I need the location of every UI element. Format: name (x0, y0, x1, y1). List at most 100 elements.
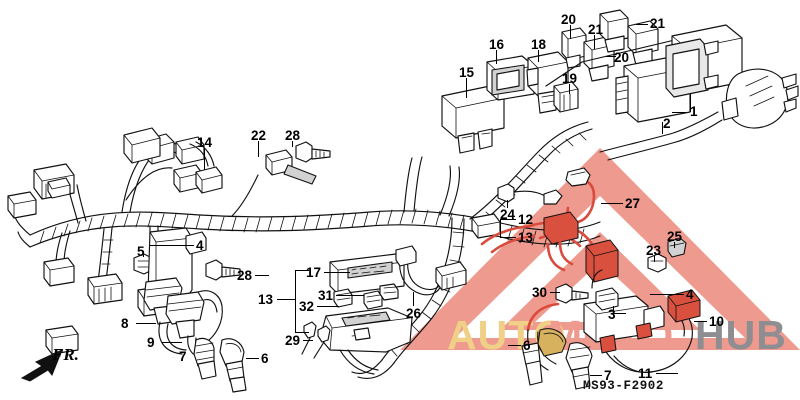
leader-11 (656, 373, 678, 375)
leader-6a (246, 358, 259, 360)
part-22-connector (231, 149, 317, 217)
leader-30 (550, 292, 560, 294)
leader-28b (255, 275, 269, 277)
part-13-regulator (319, 307, 413, 375)
callout-10: 10 (709, 314, 725, 329)
leader-16 (496, 50, 498, 64)
leader-26 (413, 292, 415, 306)
callout-2: 2 (663, 116, 671, 131)
leader-13a (500, 237, 516, 239)
part-16-relay-frame (486, 55, 535, 101)
callout-29: 29 (285, 333, 301, 348)
leader-20a (570, 25, 572, 39)
leader-13b (277, 299, 295, 301)
part-6-spark-plug-cap-left (219, 338, 247, 393)
callout-5: 5 (137, 244, 145, 259)
leader-25 (674, 242, 676, 248)
leader-31 (336, 295, 364, 297)
leader-7b (590, 375, 602, 377)
highlighted-harness-red (480, 167, 701, 373)
callout-6: 6 (523, 338, 531, 353)
harness-branch-mid-up (403, 156, 461, 217)
callout-3: 3 (608, 307, 616, 322)
leader-1 (672, 112, 686, 114)
callout-21: 21 (650, 16, 666, 31)
callout-27: 27 (625, 196, 641, 211)
callout-13: 13 (258, 292, 274, 307)
harness-branch-upper-right (469, 121, 593, 225)
leader-13b3 (295, 270, 309, 272)
front-label: FR. (52, 345, 79, 364)
callout-20: 20 (561, 12, 577, 27)
part-30-bolt (555, 283, 589, 304)
part-23-25-fasteners (647, 237, 687, 273)
leader-15 (466, 78, 468, 98)
callout-11: 11 (638, 366, 653, 381)
part-7-spark-plug-cap-left (193, 337, 217, 380)
leader-19 (569, 84, 571, 94)
callout-7: 7 (179, 349, 187, 364)
leader-29 (303, 340, 313, 342)
leader-9 (162, 342, 182, 344)
callout-30: 30 (532, 285, 548, 300)
callout-15: 15 (459, 65, 475, 80)
part-24-bolt (497, 183, 563, 205)
front-direction-arrow (20, 349, 63, 382)
callout-18: 18 (531, 37, 547, 52)
callout-26: 26 (406, 306, 422, 321)
leader-1b (690, 94, 692, 112)
leader-20b (606, 56, 616, 58)
callout-20: 20 (614, 50, 630, 65)
leader-3b (613, 306, 615, 314)
callout-9: 9 (147, 335, 155, 350)
leader-4b (650, 294, 684, 296)
leader-28a (292, 141, 294, 147)
part-31-32-grommets (333, 288, 383, 310)
leader-23 (654, 256, 656, 262)
callout-8: 8 (121, 316, 129, 331)
part-6-spark-plug-cap-right (521, 342, 543, 386)
leader-12 (500, 219, 516, 221)
leader-27 (601, 203, 623, 205)
leader-10 (694, 321, 707, 323)
leader-18 (538, 50, 540, 62)
leader-3 (614, 313, 626, 315)
callout-13: 13 (518, 230, 534, 245)
callout-28: 28 (285, 128, 301, 143)
part-29-screws (301, 321, 331, 359)
callout-21: 21 (588, 22, 604, 37)
part-15-relay (441, 85, 505, 154)
callout-25: 25 (667, 229, 683, 244)
leader-13a2 (500, 219, 502, 237)
callout-19: 19 (562, 71, 578, 86)
callout-31: 31 (318, 288, 334, 303)
part-7-spark-plug-cap-right (565, 342, 593, 390)
part-20-21-relay-bank (545, 9, 701, 87)
callout-1: 1 (690, 104, 698, 119)
part-28-bolt-upper (295, 141, 331, 163)
part-19-relay (553, 81, 579, 113)
callout-23: 23 (646, 243, 662, 258)
leader-4a (150, 245, 194, 247)
leader-2 (662, 122, 664, 134)
part-8-9-plug-caps (143, 277, 223, 359)
connector-group-14 (47, 127, 223, 199)
leader-6b (508, 345, 521, 347)
leader-24 (507, 200, 509, 208)
hv-coil-boot (599, 68, 799, 161)
callout-14: 14 (197, 135, 213, 150)
callout-24: 24 (500, 207, 516, 222)
part-28-bolt-lower (205, 259, 241, 281)
part-26-sub-harness (395, 245, 467, 296)
leader-14 (204, 148, 206, 170)
callout-7: 7 (604, 368, 612, 383)
leader-5 (143, 251, 145, 257)
part-1-igniter-unit (665, 24, 743, 98)
leader-17 (324, 272, 350, 274)
callout-4: 4 (196, 238, 204, 253)
callout-12: 12 (518, 212, 534, 227)
callout-28: 28 (237, 268, 253, 283)
callout-17: 17 (306, 265, 322, 280)
